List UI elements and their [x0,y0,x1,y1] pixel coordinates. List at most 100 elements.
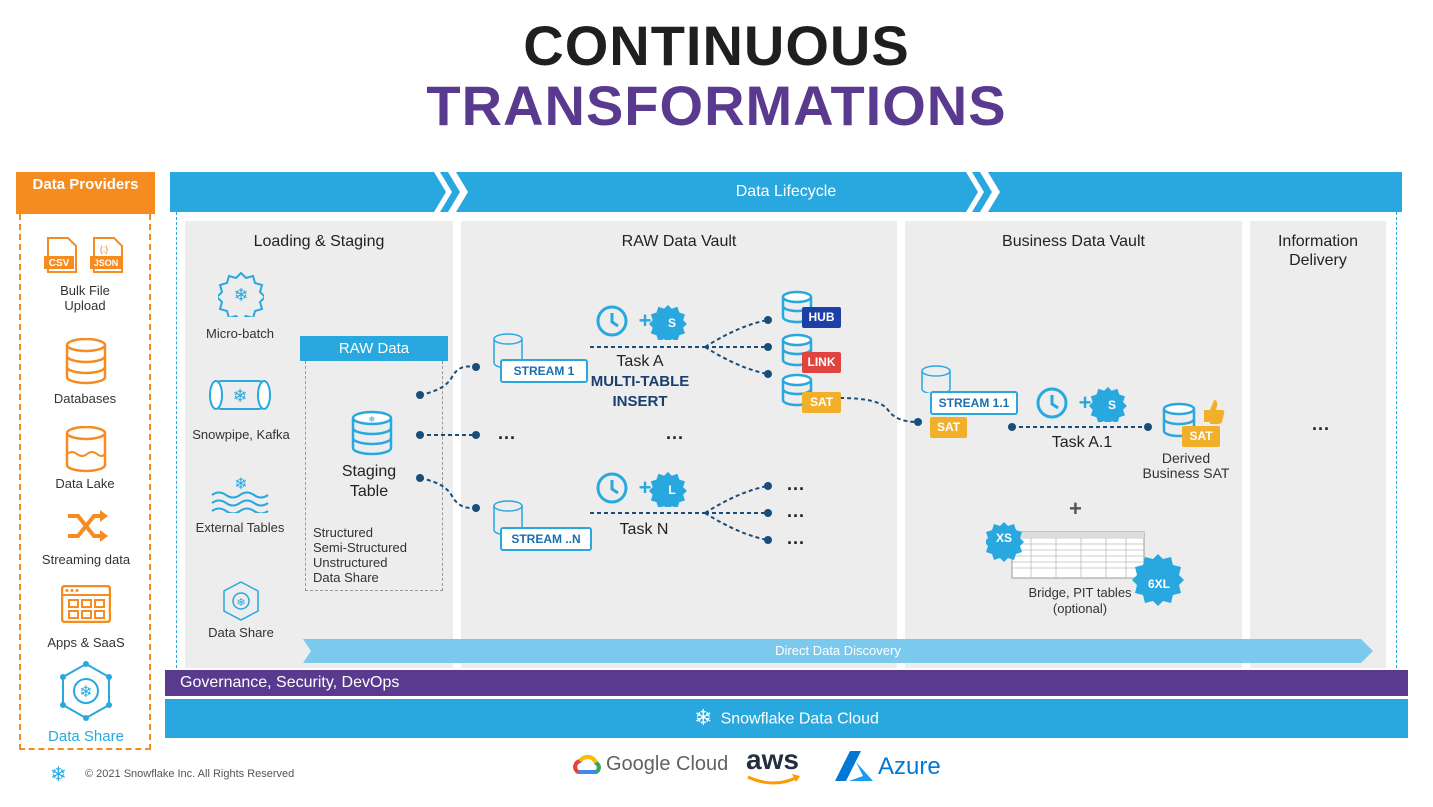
aws-smile-icon [747,774,800,785]
format-unstructured: Unstructured [313,555,388,570]
data-lake-label: Data Lake [55,476,115,491]
loading-staging-panel [185,221,453,668]
direct-data-discovery-arrow [303,639,1373,663]
info-delivery-panel [1250,221,1386,668]
json-tag: JSON [94,258,119,268]
task-a-schedule-icons: + S [596,304,687,340]
stream11-sat-tag: SAT [930,417,967,438]
task-a1-schedule-icons: + S [1036,386,1127,422]
middle-task-ellipsis: ... [666,423,685,443]
format-structured: Structured [313,525,373,540]
svg-text:❄: ❄ [79,682,92,701]
task-a-label: Task A [616,353,664,370]
page-title-line1: CONTINUOUS [523,14,910,77]
data-share-icon: ❄ [60,661,112,721]
output-ellipsis-3: ... [787,528,806,548]
databases-label: Databases [53,391,117,406]
data-lifecycle-label: Data Lifecycle [735,183,837,200]
format-data-share: Data Share [313,570,379,585]
6xl-label: 6XL [1147,577,1170,591]
apps-saas-label: Apps & SaaS [47,635,125,650]
output-ellipsis-2: ... [787,501,806,521]
middle-stream-ellipsis: ... [498,423,517,443]
output-ellipsis-1: ... [787,474,806,494]
snowpipe-icon: ❄ [209,380,271,410]
page-title-line2: TRANSFORMATIONS [426,74,1007,137]
raw-data-header: RAW Data [300,336,448,361]
task-n-schedule-icons: + L [596,471,687,507]
svg-text:{;}: {;} [100,244,109,254]
app-window-icon [61,585,111,623]
bridge-pit-label: Bridge, PIT tables [1028,585,1132,600]
azure-logo-icon [835,751,873,781]
business-vault-title: Business Data Vault [1002,233,1145,250]
shuffle-icon [68,510,108,542]
csv-tag: CSV [49,258,70,269]
stream1-box: STREAM 1 [500,359,588,383]
svg-text:+: + [639,308,652,333]
external-tables-icon: ❄ [211,474,269,513]
multi-table-text: MULTI-TABLE [590,373,690,390]
link-tag: LINK [802,352,841,373]
task-a1-label: Task A.1 [1051,434,1113,451]
staging-table-label: Staging Table [341,463,397,500]
svg-text:+: + [1079,390,1092,415]
raw-vault-title: RAW Data Vault [621,233,737,250]
google-cloud-label: Google Cloud [606,753,729,775]
raw-data-box [305,361,443,591]
data-lifecycle-band [170,172,1402,212]
hub-tag: HUB [802,307,841,328]
stream11-db-icon [921,365,951,393]
multi-table-insert-label: MULTI-TABLE INSERT [580,372,700,412]
snowflake-data-cloud-label: Snowflake Data Cloud [720,710,879,728]
streamN-box: STREAM ..N [500,527,592,551]
data-share-source-label: Data Share [208,625,274,640]
insert-text: INSERT [612,393,668,410]
bridge-pit-table-icon [986,522,1184,606]
info-delivery-ellipsis: ... [1312,414,1331,434]
raw-vault-panel [461,221,897,668]
streaming-data-label: Streaming data [41,552,131,567]
plus-sign: + [1069,496,1082,521]
database-icon [65,338,107,385]
svg-text:❄: ❄ [233,285,248,306]
info-delivery-title: Information Delivery [1277,233,1359,269]
svg-text:❄: ❄ [232,386,247,407]
optional-label: (optional) [1052,601,1108,616]
svg-text:❄: ❄ [234,474,247,493]
staging-table-db-icon: ❄ [351,410,393,456]
lifecycle-outline [176,212,1397,668]
derived-business-sat-label: Derived Business SAT [1142,450,1230,481]
micro-batch-gear-icon: ❄ [218,271,264,317]
micro-batch-label: Micro-batch [206,326,274,341]
task-a1-gear-letter: S [1108,398,1116,412]
data-providers-header: Data Providers [16,172,155,214]
task-a-gear-letter: S [668,316,676,330]
loading-staging-title: Loading & Staging [253,233,385,250]
stream11-box: STREAM 1.1 [930,391,1018,415]
sat-tag: SAT [802,392,841,413]
format-semi-structured: Semi-Structured [313,540,407,555]
direct-data-discovery-label: Direct Data Discovery [775,643,901,658]
task-n-gear-letter: L [668,483,675,497]
data-share-small-icon: ❄ [223,581,259,621]
footer-snowflake-icon: ❄ [50,762,67,786]
svg-text:+: + [639,475,652,500]
snowpipe-kafka-label: Snowpipe, Kafka [192,427,290,442]
google-cloud-icon [573,755,601,774]
svg-text:❄: ❄ [236,596,245,609]
csv-json-file-icon: CSV {;} JSON [44,237,123,273]
azure-label: Azure [878,753,941,780]
snowflake-logo-icon: ❄ [694,706,713,732]
governance-band: Governance, Security, DevOps [165,670,1408,696]
data-providers-box [19,214,151,750]
bulk-file-upload-label: Bulk File Upload [60,283,110,313]
formats-list: Structured Semi-Structured Unstructured … [313,525,438,585]
data-lake-icon [65,426,107,473]
data-share-label: Data Share [48,728,124,745]
external-tables-label: External Tables [195,520,285,535]
svg-text:❄: ❄ [369,415,376,424]
copyright: © 2021 Snowflake Inc. All Rights Reserve… [85,768,295,780]
snowflake-data-cloud-band: ❄ Snowflake Data Cloud [165,699,1408,738]
